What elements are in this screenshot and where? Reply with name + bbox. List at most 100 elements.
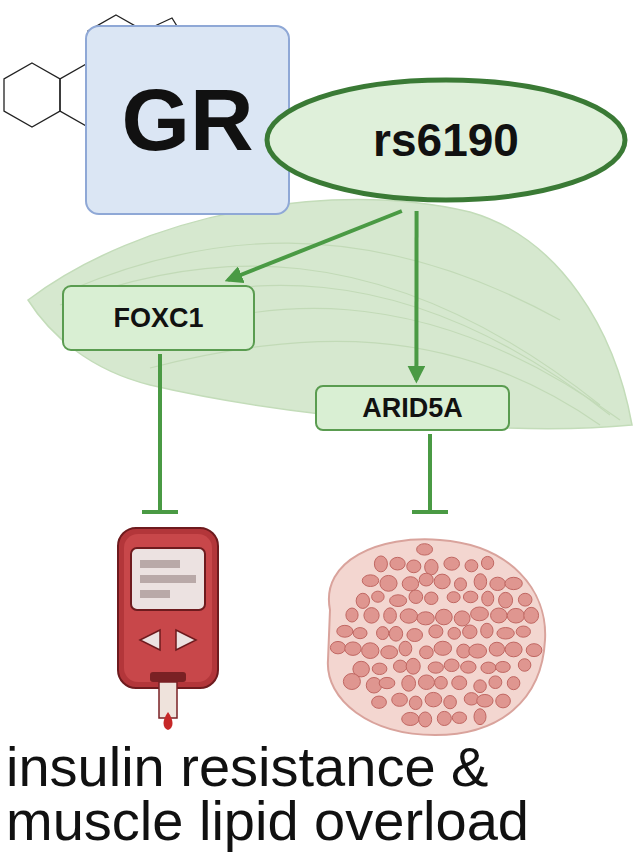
muscle-cell xyxy=(469,644,487,658)
muscle-cell xyxy=(524,607,539,623)
muscle-cell xyxy=(444,659,459,672)
muscle-cell xyxy=(407,629,423,642)
muscle-cell xyxy=(402,712,419,725)
muscle-cell xyxy=(417,544,433,555)
activation-arrow xyxy=(228,211,402,280)
activation-arrow xyxy=(414,211,418,380)
muscle-cell xyxy=(417,612,434,625)
muscle-cell xyxy=(393,660,406,672)
gene-name: ARID5A xyxy=(362,395,463,422)
muscle-cell xyxy=(346,608,358,622)
receptor-name: GR xyxy=(122,76,254,164)
muscle-cell xyxy=(499,592,513,608)
muscle-cell xyxy=(353,628,367,639)
muscle-cell xyxy=(428,662,443,673)
muscle-cell xyxy=(419,712,432,727)
muscle-cell xyxy=(434,574,450,589)
muscle-cell xyxy=(420,646,434,659)
muscle-cell xyxy=(481,662,496,673)
muscle-cell xyxy=(425,692,442,706)
muscle-cell xyxy=(343,674,360,690)
muscle-cell xyxy=(400,609,417,623)
muscle-cell xyxy=(454,611,470,626)
muscle-cell xyxy=(474,680,487,693)
muscle-cell xyxy=(372,591,384,602)
muscle-cell xyxy=(435,676,448,689)
muscle-tissue-icon xyxy=(328,539,545,735)
muscle-cell xyxy=(489,676,502,689)
muscle-cell xyxy=(407,560,421,573)
muscle-cell xyxy=(474,574,487,590)
variant-name: rs6190 xyxy=(373,117,519,163)
muscle-cell xyxy=(372,696,387,708)
muscle-cell xyxy=(482,591,494,606)
muscle-cell xyxy=(444,557,460,570)
muscle-cell xyxy=(507,677,520,690)
muscle-cell xyxy=(434,641,452,655)
muscle-cell xyxy=(429,625,443,638)
muscle-cell xyxy=(409,696,422,709)
muscle-cell xyxy=(505,577,522,589)
muscle-cell xyxy=(474,709,486,725)
muscle-cell xyxy=(444,696,457,709)
muscle-cell xyxy=(465,560,478,572)
muscle-cell xyxy=(364,608,379,624)
muscle-cell xyxy=(399,641,412,656)
muscle-cell xyxy=(337,625,353,637)
muscle-cell xyxy=(461,661,476,673)
inhibition-line xyxy=(142,354,448,512)
gene-box: ARID5A xyxy=(315,385,510,431)
muscle-cell xyxy=(447,592,460,603)
gene-box: FOXC1 xyxy=(62,285,255,351)
muscle-cell xyxy=(389,626,402,641)
glucometer-icon xyxy=(118,528,218,730)
muscle-cell xyxy=(516,626,530,637)
muscle-cell xyxy=(377,627,389,640)
muscle-cell xyxy=(497,628,514,640)
muscle-cell xyxy=(409,590,423,603)
muscle-cell xyxy=(489,642,504,656)
muscle-cell xyxy=(463,591,477,603)
muscle-cell xyxy=(481,556,493,569)
muscle-cell xyxy=(362,575,378,587)
muscle-cell xyxy=(379,677,395,688)
muscle-cell xyxy=(471,607,489,621)
muscle-cell xyxy=(425,559,438,574)
muscle-cell xyxy=(418,675,434,690)
muscle-cell xyxy=(454,578,466,591)
receptor-box: GR xyxy=(85,25,290,215)
muscle-cell xyxy=(507,608,524,623)
muscle-cell xyxy=(436,609,453,625)
muscle-cell xyxy=(490,577,506,590)
muscle-cell xyxy=(406,658,420,674)
muscle-cell xyxy=(372,663,387,674)
muscle-cell xyxy=(448,627,461,639)
muscle-cell xyxy=(419,573,433,586)
muscle-cell xyxy=(402,675,416,691)
muscle-cell xyxy=(505,642,522,657)
muscle-cell xyxy=(345,642,361,655)
muscle-cell xyxy=(518,659,531,672)
muscle-cell xyxy=(437,711,451,725)
muscle-cell xyxy=(381,646,398,659)
muscle-cell xyxy=(390,557,405,570)
muscle-cell xyxy=(496,661,511,672)
muscle-cell xyxy=(464,693,478,705)
muscle-cell xyxy=(390,595,407,607)
muscle-cell xyxy=(452,676,467,690)
muscle-cell xyxy=(392,693,408,706)
muscle-cell xyxy=(518,593,532,606)
muscle-cell xyxy=(526,644,542,657)
variant-ellipse: rs6190 xyxy=(262,75,630,205)
muscle-cell xyxy=(463,625,477,639)
muscle-cell xyxy=(374,556,387,572)
gene-name: FOXC1 xyxy=(113,305,203,332)
muscle-cell xyxy=(402,577,418,591)
muscle-cell xyxy=(481,623,493,638)
muscle-cell xyxy=(362,643,379,659)
muscle-cell xyxy=(452,712,466,723)
muscle-cell xyxy=(425,592,438,604)
muscle-cell xyxy=(384,608,397,623)
outcome-label: insulin resistance & muscle lipid overlo… xyxy=(6,740,636,848)
muscle-cell xyxy=(380,575,397,591)
